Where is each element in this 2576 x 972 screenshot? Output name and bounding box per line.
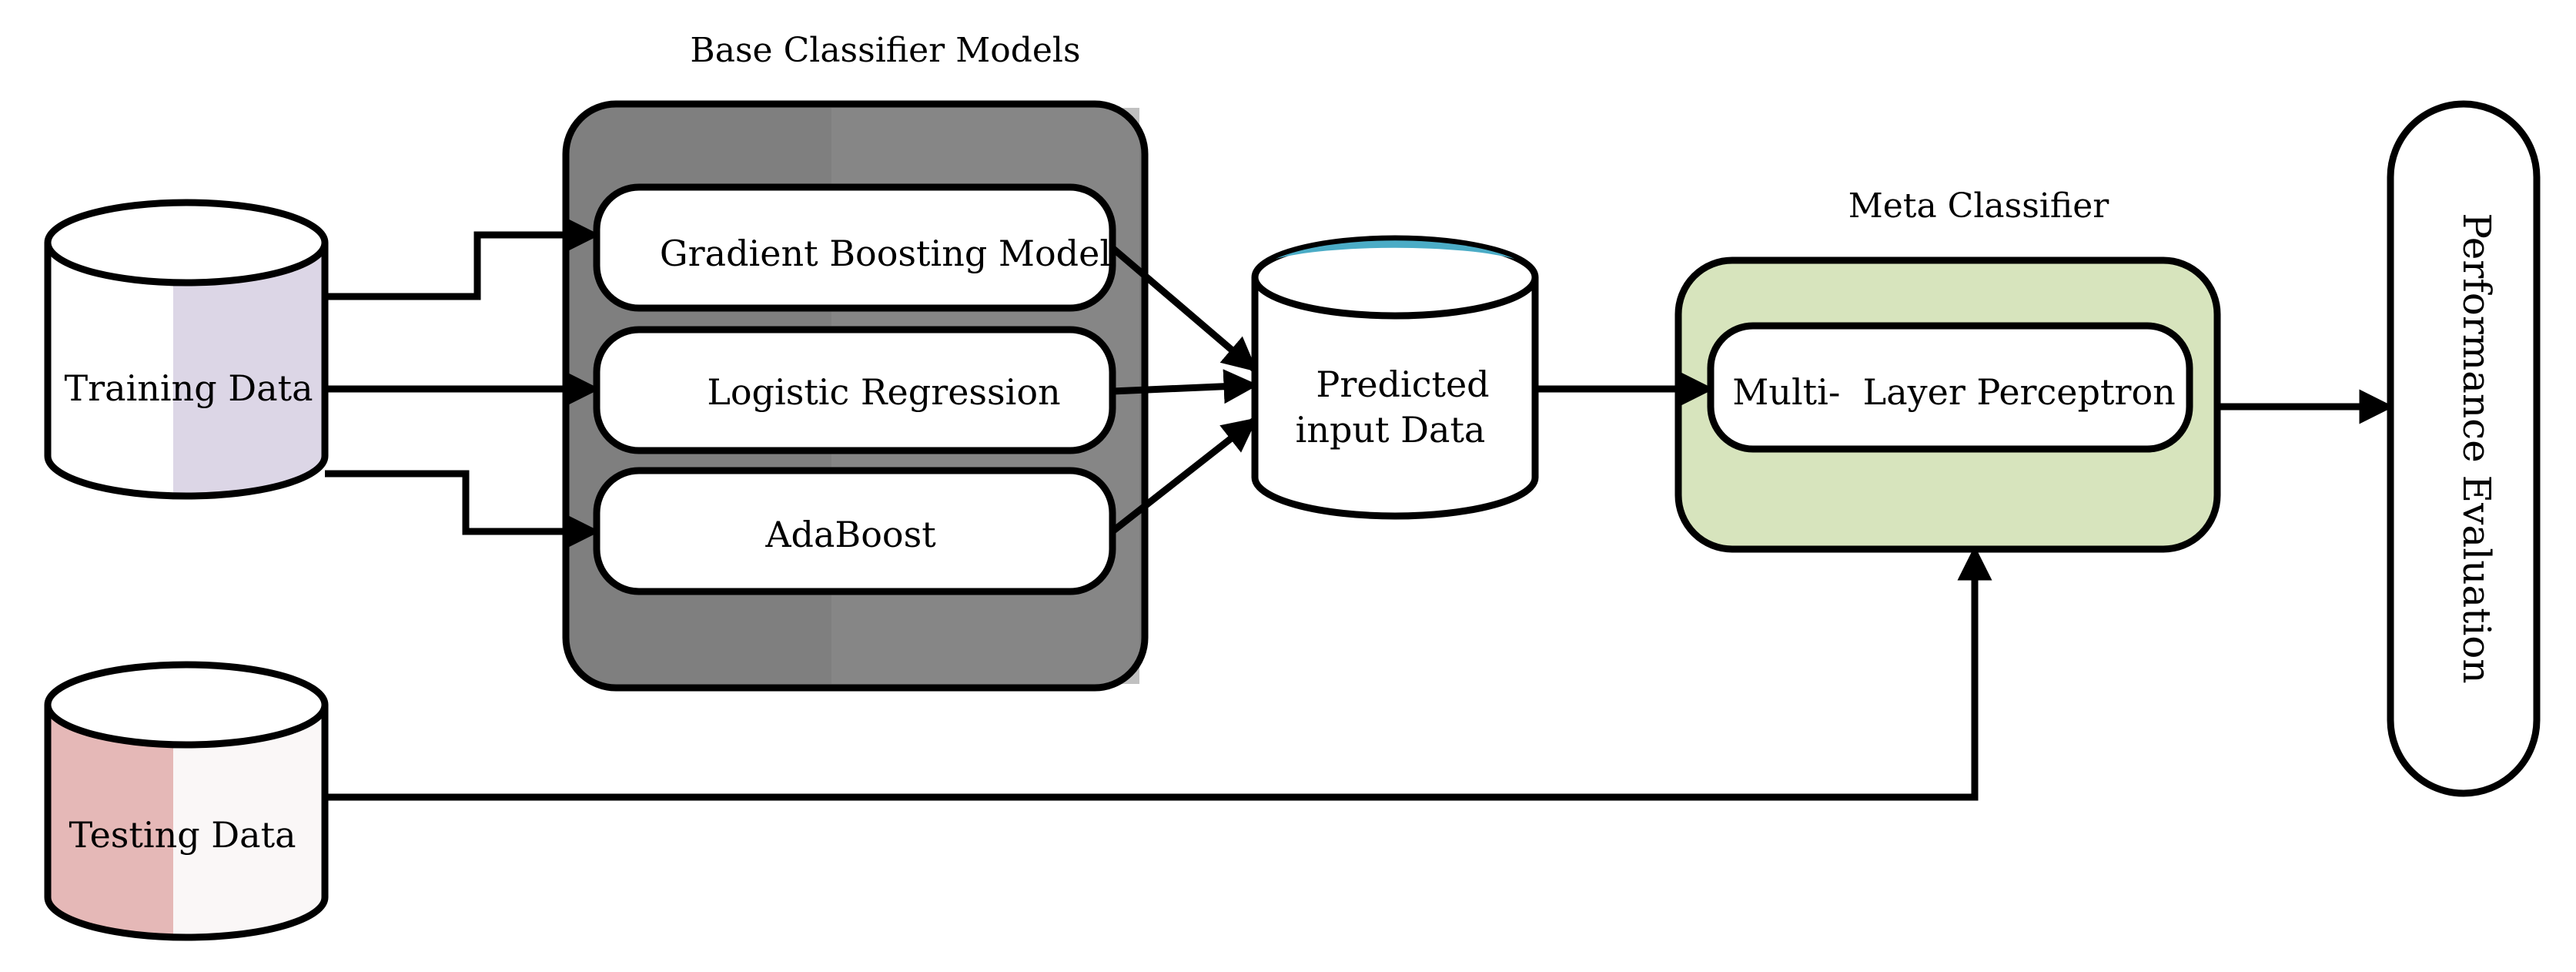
performance-evaluation-label: Performance Evaluation [2454, 213, 2499, 683]
arrow-training-to-gbm [325, 217, 601, 300]
arrow-testing-to-meta [325, 545, 1992, 801]
gradient-boosting-box: Gradient Boosting Model [593, 183, 1116, 312]
predicted-label-line2: input Data [1296, 409, 1486, 451]
adaboost-label: AdaBoost [764, 514, 936, 555]
gradient-boosting-label: Gradient Boosting Model [660, 233, 1111, 274]
base-classifier-title: Base Classifier Models [690, 31, 1080, 70]
testing-data-label: Testing Data [69, 814, 296, 856]
multilayer-perceptron-box: Multi- Layer Perceptron [1707, 322, 2193, 453]
multilayer-perceptron-label: Multi- Layer Perceptron [1732, 371, 2176, 413]
meta-classifier-title: Meta Classifier [1848, 186, 2110, 226]
testing-data-cylinder: Testing Data [44, 661, 329, 941]
training-data-label: Training Data [64, 367, 313, 409]
predicted-input-data-cylinder: Predicted input Data [1251, 235, 1539, 520]
logistic-regression-box: Logistic Regression [593, 326, 1116, 454]
connectors [325, 217, 2394, 801]
predicted-label-line1: Predicted [1316, 364, 1489, 405]
adaboost-box: AdaBoost [593, 467, 1116, 595]
performance-evaluation-box: Performance Evaluation [2387, 100, 2541, 797]
training-data-cylinder: Training Data [44, 199, 329, 500]
logistic-regression-label: Logistic Regression [707, 371, 1060, 413]
arrow-gbm-to-predicted [1110, 245, 1258, 373]
arrow-lr-to-predicted [1112, 369, 1259, 404]
arrow-ada-to-predicted [1110, 417, 1258, 535]
arrow-training-to-ada [325, 470, 601, 549]
